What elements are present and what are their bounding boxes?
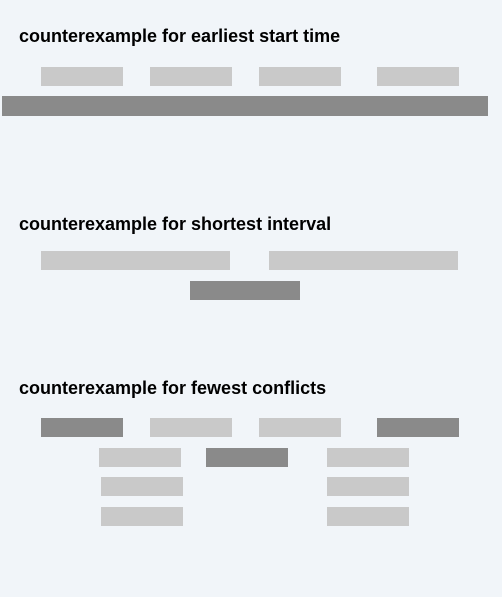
- interval-bar-light: [259, 67, 341, 86]
- interval-bar-light: [101, 507, 183, 526]
- interval-bar-light: [327, 507, 409, 526]
- interval-bar-light: [327, 448, 409, 467]
- interval-bar-dark: [41, 418, 123, 437]
- interval-bar-dark: [190, 281, 300, 300]
- interval-bar-light: [99, 448, 181, 467]
- interval-bar-light: [269, 251, 458, 270]
- section-title-fewest-conflicts: counterexample for fewest conflicts: [19, 378, 327, 398]
- interval-bar-light: [377, 67, 459, 86]
- interval-bar-light: [41, 251, 230, 270]
- interval-bar-light: [41, 67, 123, 86]
- section-title-shortest-interval: counterexample for shortest interval: [19, 214, 332, 234]
- interval-bar-light: [259, 418, 341, 437]
- interval-bar-light: [150, 67, 232, 86]
- interval-bar-light: [101, 477, 183, 496]
- section-title-earliest-start-time: counterexample for earliest start time: [19, 26, 341, 46]
- interval-bar-dark: [2, 96, 488, 116]
- interval-bar-light: [150, 418, 232, 437]
- interval-bar-dark: [377, 418, 459, 437]
- interval-bar-dark: [206, 448, 288, 467]
- interval-bar-light: [327, 477, 409, 496]
